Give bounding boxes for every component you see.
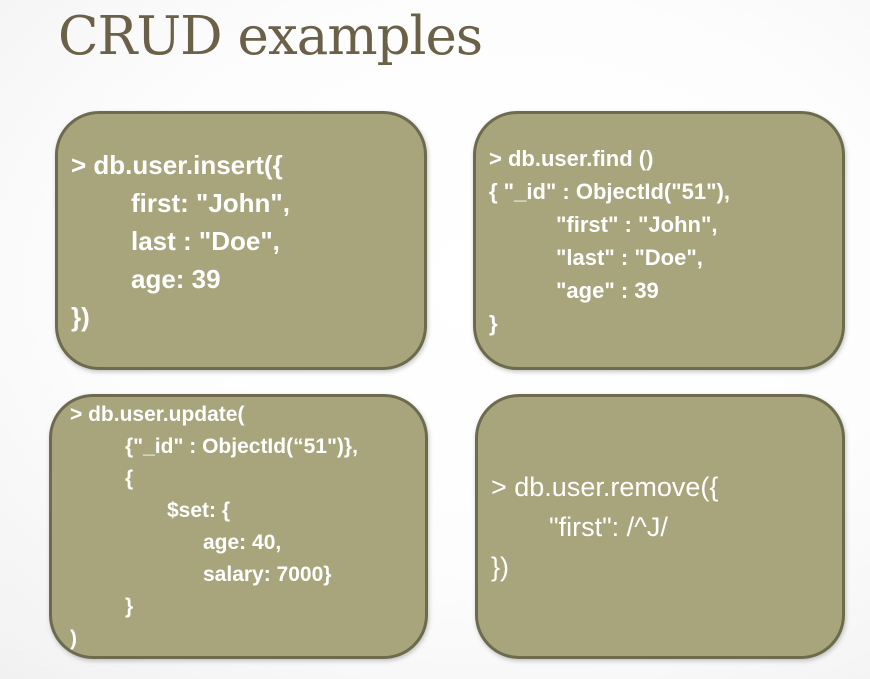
code-line: > db.user.insert({ <box>71 149 283 180</box>
code-line: "first": /^J/ <box>549 511 668 542</box>
insert-example-box: > db.user.insert({ first: "John", last :… <box>55 111 427 370</box>
code-line: "age" : 39 <box>556 277 659 303</box>
code-line: last : "Doe", <box>131 225 280 256</box>
find-code-block: > db.user.find () { "_id" : ObjectId("51… <box>476 142 842 340</box>
slide-title: CRUD examples <box>58 6 483 67</box>
code-line: > db.user.update( <box>70 402 245 426</box>
code-line: {"_id" : ObjectId(“51")}, <box>125 434 358 458</box>
code-line: age: 39 <box>131 263 221 294</box>
code-line: $set: { <box>167 498 231 522</box>
code-line: age: 40, <box>203 530 282 554</box>
update-code-block: > db.user.update( {"_id" : ObjectId(“51"… <box>52 399 425 655</box>
code-line: > db.user.remove({ <box>491 471 719 502</box>
find-example-box: > db.user.find () { "_id" : ObjectId("51… <box>473 111 845 370</box>
code-line: first: "John", <box>131 187 290 218</box>
insert-code-block: > db.user.insert({ first: "John", last :… <box>58 146 424 336</box>
code-line: "first" : "John", <box>556 211 718 237</box>
code-line: "last" : "Doe", <box>556 244 703 270</box>
remove-example-box: > db.user.remove({ "first": /^J/ }) <box>475 394 845 659</box>
code-line: salary: 7000} <box>203 562 332 586</box>
code-line: }) <box>71 301 90 332</box>
code-line: } <box>125 594 134 618</box>
code-line: { "_id" : ObjectId("51"), <box>489 178 730 204</box>
update-example-box: > db.user.update( {"_id" : ObjectId(“51"… <box>49 394 428 659</box>
remove-code-block: > db.user.remove({ "first": /^J/ }) <box>478 467 842 587</box>
code-line: } <box>489 310 498 336</box>
code-line: }) <box>491 551 510 582</box>
code-line: > db.user.find () <box>489 145 654 171</box>
code-line: { <box>125 466 134 490</box>
code-line: ) <box>70 626 77 650</box>
